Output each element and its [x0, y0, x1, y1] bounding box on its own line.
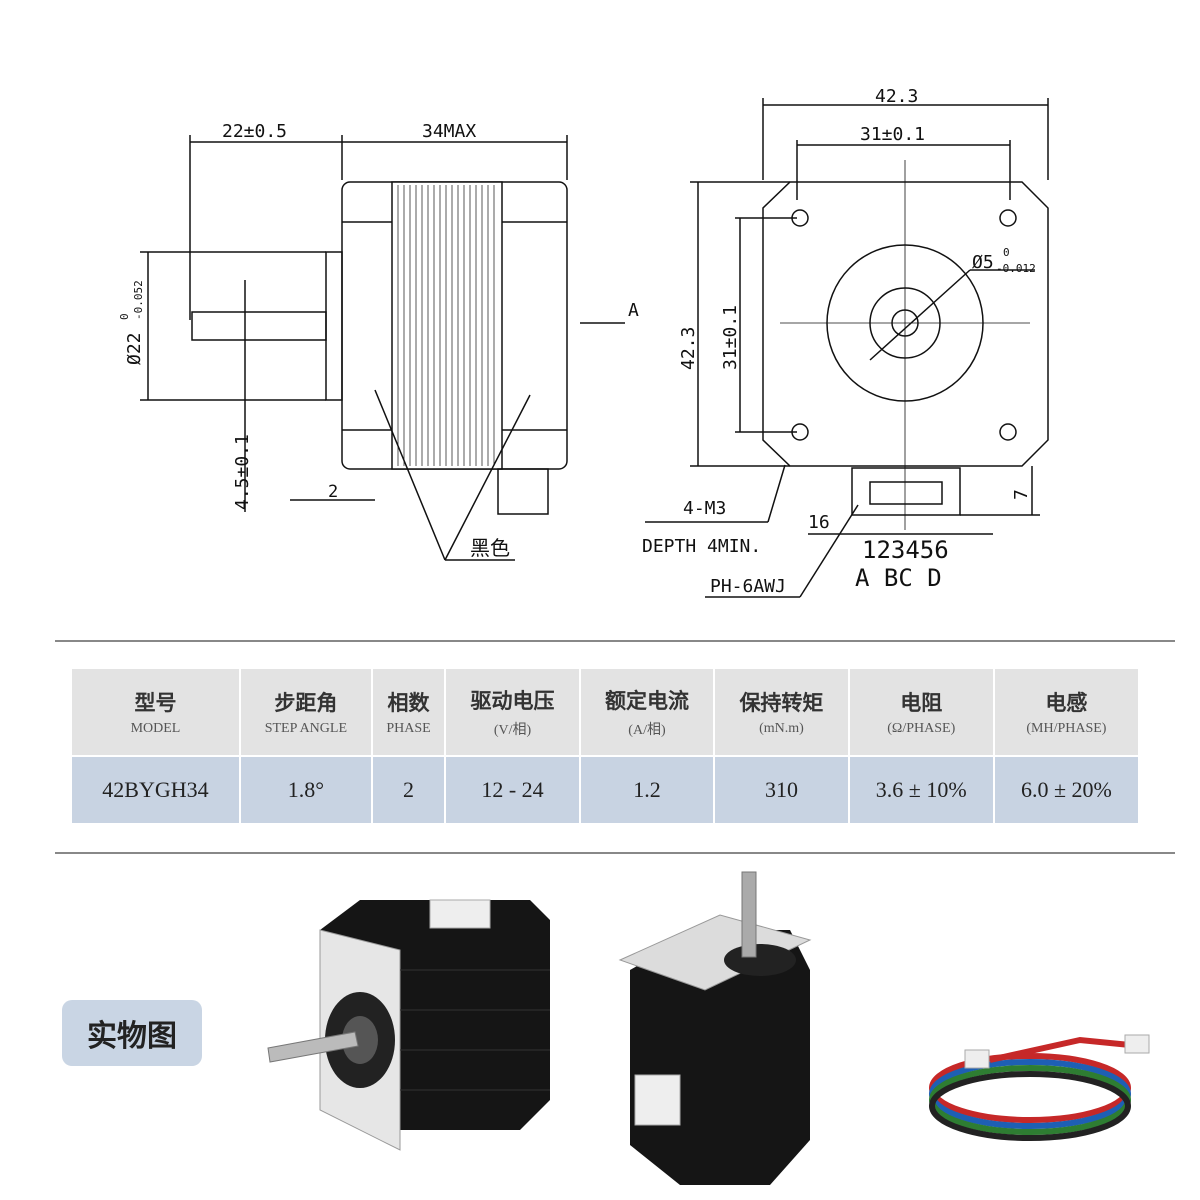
color-note: 黑色 [470, 536, 510, 560]
svg-text:A BC D: A BC D [855, 564, 942, 592]
cell-current: 1.2 [580, 757, 714, 823]
cell-inductance: 6.0 ± 20% [994, 757, 1138, 823]
technical-drawing: 22±0.5 34MAX Ø22 0 -0.052 4.5±0.1 2 A 黑色… [118, 86, 1049, 598]
table-row: 42BYGH34 1.8° 2 12 - 24 1.2 310 3.6 ± 10… [72, 757, 1138, 823]
svg-text:DEPTH 4MIN.: DEPTH 4MIN. [642, 536, 761, 557]
cell-torque: 310 [715, 757, 848, 823]
divider [55, 640, 1175, 642]
dim-boss-dia: Ø22 [124, 332, 145, 365]
svg-text:7: 7 [1011, 489, 1032, 500]
svg-text:0: 0 [1003, 246, 1010, 259]
header-inductance: 电感(MH/PHASE) [994, 669, 1138, 755]
svg-text:Ø5: Ø5 [972, 252, 994, 273]
front-view: 42.3 31±0.1 42.3 31±0.1 Ø5 0 -0.012 7 16… [642, 86, 1049, 598]
svg-text:-0.012: -0.012 [996, 262, 1036, 275]
cell-phase: 2 [372, 757, 445, 823]
svg-text:2: 2 [328, 482, 338, 502]
svg-text:123456: 123456 [862, 536, 949, 564]
dim-flat: 4.5±0.1 [232, 434, 253, 510]
header-torque: 保持转矩(mN.m) [715, 669, 848, 755]
header-current: 额定电流(A/相) [580, 669, 714, 755]
svg-text:42.3: 42.3 [678, 327, 699, 370]
header-voltage: 驱动电压(V/相) [446, 669, 579, 755]
photos-label: 实物图 [62, 1000, 202, 1066]
cell-voltage: 12 - 24 [446, 757, 579, 823]
divider [55, 852, 1175, 854]
view-arrow-label: A [628, 300, 639, 321]
cell-resistance: 3.6 ± 10% [849, 757, 993, 823]
motor-photo-front [618, 871, 812, 1185]
dim-body-length: 34MAX [422, 121, 476, 142]
svg-text:42.3: 42.3 [875, 86, 918, 107]
svg-text:31±0.1: 31±0.1 [860, 124, 925, 145]
cell-step-angle: 1.8° [240, 757, 371, 823]
svg-text:PH-6AWJ: PH-6AWJ [710, 576, 786, 597]
product-photos [267, 871, 1150, 1185]
svg-text:-0.052: -0.052 [132, 280, 145, 320]
svg-text:4-M3: 4-M3 [683, 498, 726, 519]
dim-shaft-length: 22±0.5 [222, 121, 287, 142]
svg-text:31±0.1: 31±0.1 [720, 305, 741, 370]
cable-photo [929, 1034, 1150, 1141]
cell-model: 42BYGH34 [72, 757, 239, 823]
svg-text:16: 16 [808, 512, 830, 533]
svg-text:0: 0 [118, 313, 131, 320]
side-view: 22±0.5 34MAX Ø22 0 -0.052 4.5±0.1 2 A 黑色 [118, 121, 639, 561]
motor-photo-side [267, 899, 550, 1151]
header-resistance: 电阻(Ω/PHASE) [849, 669, 993, 755]
